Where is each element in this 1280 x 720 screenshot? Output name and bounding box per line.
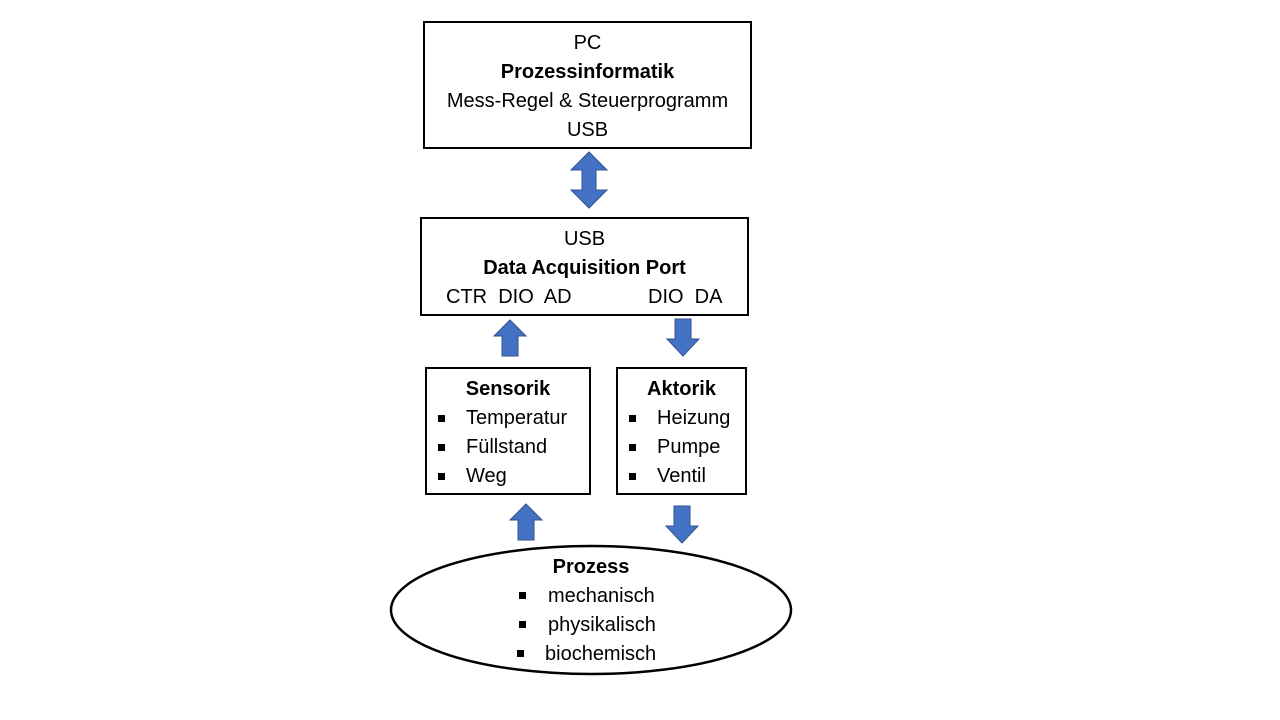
bullet-icon (519, 621, 526, 628)
arrow-up-icon (508, 503, 544, 541)
arrow-down-icon (665, 318, 701, 357)
prozess-item: physikalisch (548, 614, 656, 636)
pc-title: Prozessinformatik (500, 61, 675, 83)
prozess-item: biochemisch (545, 643, 657, 665)
sensorik-item: Temperatur (466, 407, 568, 429)
bullet-icon (629, 444, 636, 451)
daq-title: Data Acquisition Port (483, 257, 686, 279)
aktorik-item: Ventil (657, 465, 706, 487)
daq-usb-label: USB (563, 228, 606, 250)
aktorik-item: Pumpe (657, 436, 721, 458)
pc-program-label: Mess-Regel & Steuerprogramm (446, 90, 729, 112)
prozess-title: Prozess (552, 556, 630, 578)
daq-ports-left: CTR DIO AD (446, 286, 572, 308)
double-arrow-icon (569, 151, 609, 209)
sensorik-title: Sensorik (465, 378, 551, 400)
bullet-icon (629, 415, 636, 422)
daq-ports-right: DIO DA (648, 286, 723, 308)
prozess-item: mechanisch (548, 585, 655, 607)
aktorik-title: Aktorik (647, 378, 716, 400)
sensorik-item: Weg (466, 465, 507, 487)
arrow-up-icon (492, 319, 528, 357)
aktorik-box: Aktorik Heizung Pumpe Ventil (616, 367, 747, 495)
pc-box: PC Prozessinformatik Mess-Regel & Steuer… (423, 21, 752, 149)
bullet-icon (519, 592, 526, 599)
pc-label: PC (573, 32, 602, 54)
bullet-icon (438, 415, 445, 422)
bullet-icon (517, 650, 524, 657)
prozess-content: Prozess mechanisch physikalisch biochemi… (391, 552, 791, 672)
pc-usb-label: USB (566, 119, 609, 141)
arrow-down-icon (664, 505, 700, 544)
sensorik-item: Füllstand (466, 436, 548, 458)
aktorik-item: Heizung (657, 407, 731, 429)
prozess-ellipse (389, 544, 793, 676)
sensorik-box: Sensorik Temperatur Füllstand Weg (425, 367, 591, 495)
bullet-icon (438, 473, 445, 480)
bullet-icon (438, 444, 445, 451)
daq-box: USB Data Acquisition Port CTR DIO AD DIO… (420, 217, 749, 316)
bullet-icon (629, 473, 636, 480)
